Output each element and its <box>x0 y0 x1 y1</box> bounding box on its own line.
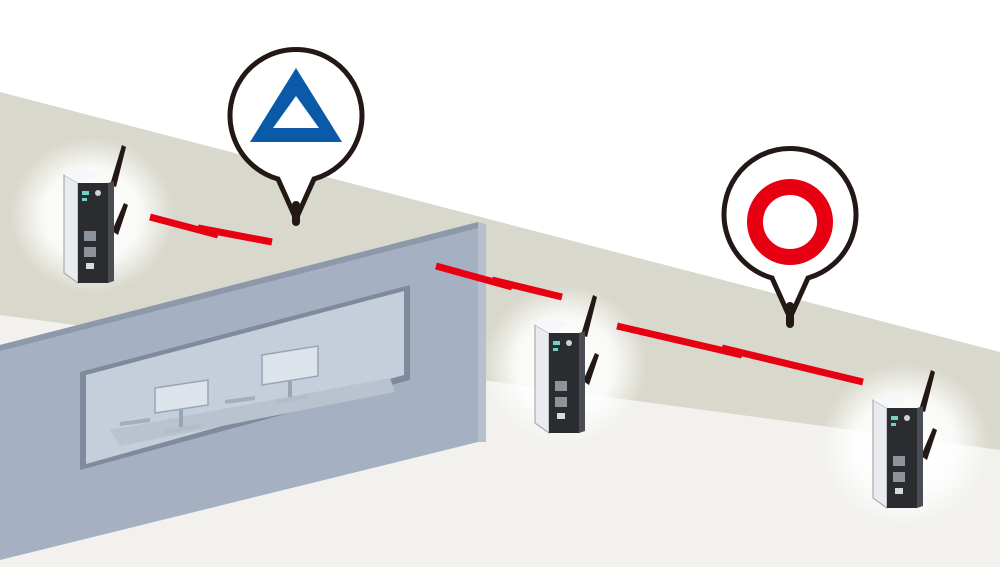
monitor-icon <box>154 379 209 434</box>
monitor-icon <box>261 345 319 404</box>
circle-icon <box>747 179 833 265</box>
signal-link-obstructed <box>149 213 273 246</box>
good-link-marker <box>721 146 859 328</box>
triangle-icon <box>250 68 342 142</box>
wireless-access-point-icon <box>63 145 128 284</box>
back-wall <box>0 92 1000 450</box>
partition-wall <box>0 222 478 560</box>
fair-link-marker <box>227 47 365 226</box>
signal-link-clear <box>616 322 864 386</box>
partition-edge <box>478 222 486 442</box>
signal-link-obstructed <box>435 262 563 301</box>
